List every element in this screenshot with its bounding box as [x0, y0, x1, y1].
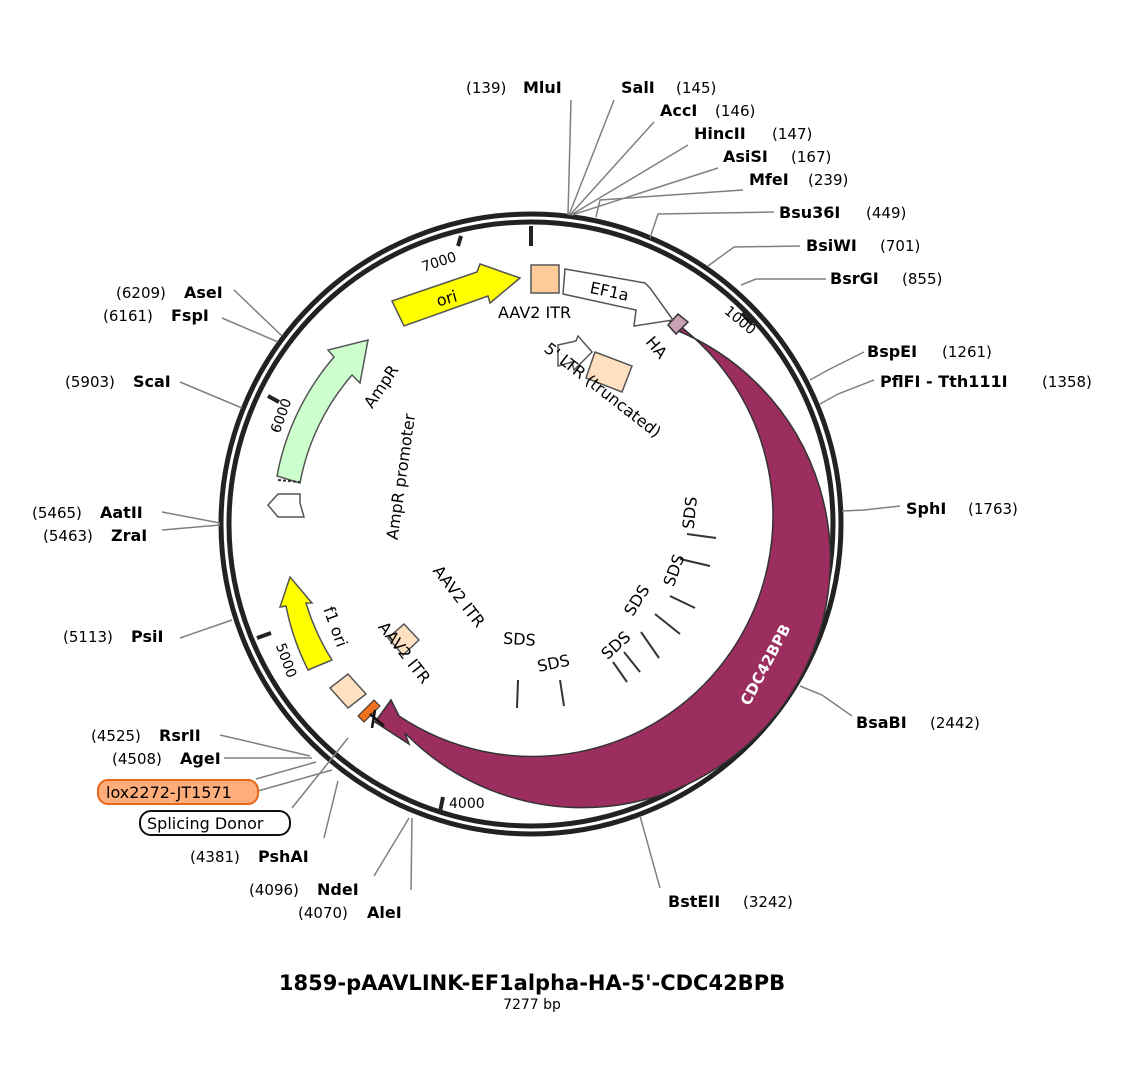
- enzyme-name-ndei: NdeI: [317, 880, 359, 899]
- lox-badge-label: lox2272-JT1571: [106, 783, 232, 802]
- ampr-promoter-arrow: [267, 493, 305, 518]
- aav2-itr-top-label: AAV2 ITR: [498, 303, 571, 322]
- aav2-itr-mid-label: AAV2 ITR: [429, 562, 489, 631]
- enzyme-name-acci: AccI: [660, 101, 697, 120]
- sds-marks: [516, 533, 717, 709]
- enzyme-labels: (139) MluI SalI (145) AccI (146) HincII …: [32, 78, 1092, 922]
- aav2-itr-low-box: [328, 672, 368, 710]
- enzyme-name-aatii: AatII: [100, 503, 143, 522]
- enzyme-name-hincii: HincII: [694, 124, 746, 143]
- sds-label-1: SDS: [679, 496, 701, 530]
- ltr-label: 5' LTR (truncated): [541, 339, 665, 442]
- enzyme-name-asei: AseI: [184, 283, 223, 302]
- enzyme-name-sphi: SphI: [906, 499, 946, 518]
- enzyme-pos-fspi: (6161): [103, 307, 153, 325]
- enzyme-pos-pflfi: (1358): [1042, 373, 1092, 391]
- aav2-itr-mid-box: [386, 622, 421, 657]
- enzyme-name-bspei: BspEI: [867, 342, 917, 361]
- ha-feature-box: [666, 312, 690, 336]
- enzyme-pos-asei: (6209): [116, 284, 166, 302]
- enzyme-name-pflfi: PflFI - Tth111I: [880, 372, 1008, 391]
- enzyme-name-pshai: PshAI: [258, 847, 309, 866]
- enzyme-pos-bsabi: (2442): [930, 714, 980, 732]
- enzyme-name-alei: AleI: [367, 903, 402, 922]
- ampr-dotted-marker: [277, 479, 301, 483]
- enzyme-pos-scai: (5903): [65, 373, 115, 391]
- aav2-itr-top-box: [530, 264, 560, 294]
- enzyme-name-bsabi: BsaBI: [856, 713, 907, 732]
- tick-label-5000: 5000: [272, 641, 299, 680]
- enzyme-name-asisi: AsiSI: [723, 147, 768, 166]
- enzyme-pos-bspei: (1261): [942, 343, 992, 361]
- ori-feature-arrow: [390, 263, 522, 327]
- enzyme-pos-agei: (4508): [112, 750, 162, 768]
- enzyme-name-mlui: MluI: [523, 78, 562, 97]
- enzyme-pos-alei: (4070): [298, 904, 348, 922]
- lox-site-arrow: [357, 699, 381, 723]
- enzyme-pos-ndei: (4096): [249, 881, 299, 899]
- enzyme-name-scai: ScaI: [133, 372, 171, 391]
- enzyme-pos-psii: (5113): [63, 628, 113, 646]
- enzyme-pos-mlui: (139): [466, 79, 506, 97]
- ampr-promoter-label: AmpR promoter: [383, 412, 420, 541]
- enzyme-name-bsrgi: BsrGI: [830, 269, 879, 288]
- enzyme-pos-sali: (145): [676, 79, 716, 97]
- ef1a-feature-arrow: [562, 268, 675, 327]
- enzyme-leader-lines: [161, 99, 901, 891]
- sds-label-6: SDS: [502, 629, 536, 650]
- sds-label-3: SDS: [620, 581, 653, 619]
- enzyme-pos-acci: (146): [715, 102, 755, 120]
- enzyme-pos-bsiwi: (701): [880, 237, 920, 255]
- enzyme-pos-aatii: (5465): [32, 504, 82, 522]
- f1-ori-label: f1 ori: [319, 604, 351, 650]
- enzyme-name-agei: AgeI: [180, 749, 221, 768]
- enzyme-name-bsu36i: Bsu36I: [779, 203, 840, 222]
- map-title: 1859-pAAVLINK-EF1alpha-HA-5'-CDC42BPB: [279, 971, 785, 995]
- tick-label-4000: 4000: [449, 796, 485, 812]
- ampr-label: AmpR: [360, 361, 402, 411]
- enzyme-name-psii: PsiI: [131, 627, 163, 646]
- enzyme-pos-bsrgi: (855): [902, 270, 942, 288]
- map-subtitle: 7277 bp: [503, 997, 561, 1013]
- enzyme-pos-bsu36i: (449): [866, 204, 906, 222]
- ampr-feature-arrow: [276, 338, 369, 484]
- sds-label-5: SDS: [536, 651, 572, 676]
- splice-donor-marker: [369, 709, 385, 729]
- enzyme-pos-bsteii: (3242): [743, 893, 793, 911]
- lox-badge: [97, 779, 259, 805]
- cdc42bpb-feature-arrow: [373, 315, 832, 809]
- enzyme-name-bsiwi: BsiWI: [806, 236, 857, 255]
- enzyme-name-rsrii: RsrII: [159, 726, 201, 745]
- ltr-arrow-icon: [557, 334, 594, 372]
- backbone-outer-ring: [218, 211, 844, 837]
- enzyme-pos-mfei: (239): [808, 171, 848, 189]
- enzyme-pos-rsrii: (4525): [91, 727, 141, 745]
- sds-label-2: SDS: [659, 552, 688, 589]
- enzyme-pos-pshai: (4381): [190, 848, 240, 866]
- ltr-feature-box: [585, 351, 633, 393]
- enzyme-name-zrai: ZraI: [111, 526, 147, 545]
- f1-ori-feature-arrow: [278, 575, 334, 671]
- enzyme-pos-hincii: (147): [772, 125, 812, 143]
- enzyme-name-fspi: FspI: [171, 306, 209, 325]
- enzyme-name-sali: SalI: [621, 78, 655, 97]
- enzyme-pos-zrai: (5463): [43, 527, 93, 545]
- splicing-donor-badge: [139, 810, 291, 836]
- enzyme-name-bsteii: BstEII: [668, 892, 720, 911]
- tick-label-7000: 7000: [420, 249, 459, 275]
- enzyme-pos-asisi: (167): [791, 148, 831, 166]
- splicing-donor-badge-label: Splicing Donor: [147, 814, 264, 833]
- enzyme-name-mfei: MfeI: [749, 170, 789, 189]
- backbone-inner-ring: [226, 219, 836, 829]
- enzyme-pos-sphi: (1763): [968, 500, 1018, 518]
- ha-label: HA: [642, 333, 671, 363]
